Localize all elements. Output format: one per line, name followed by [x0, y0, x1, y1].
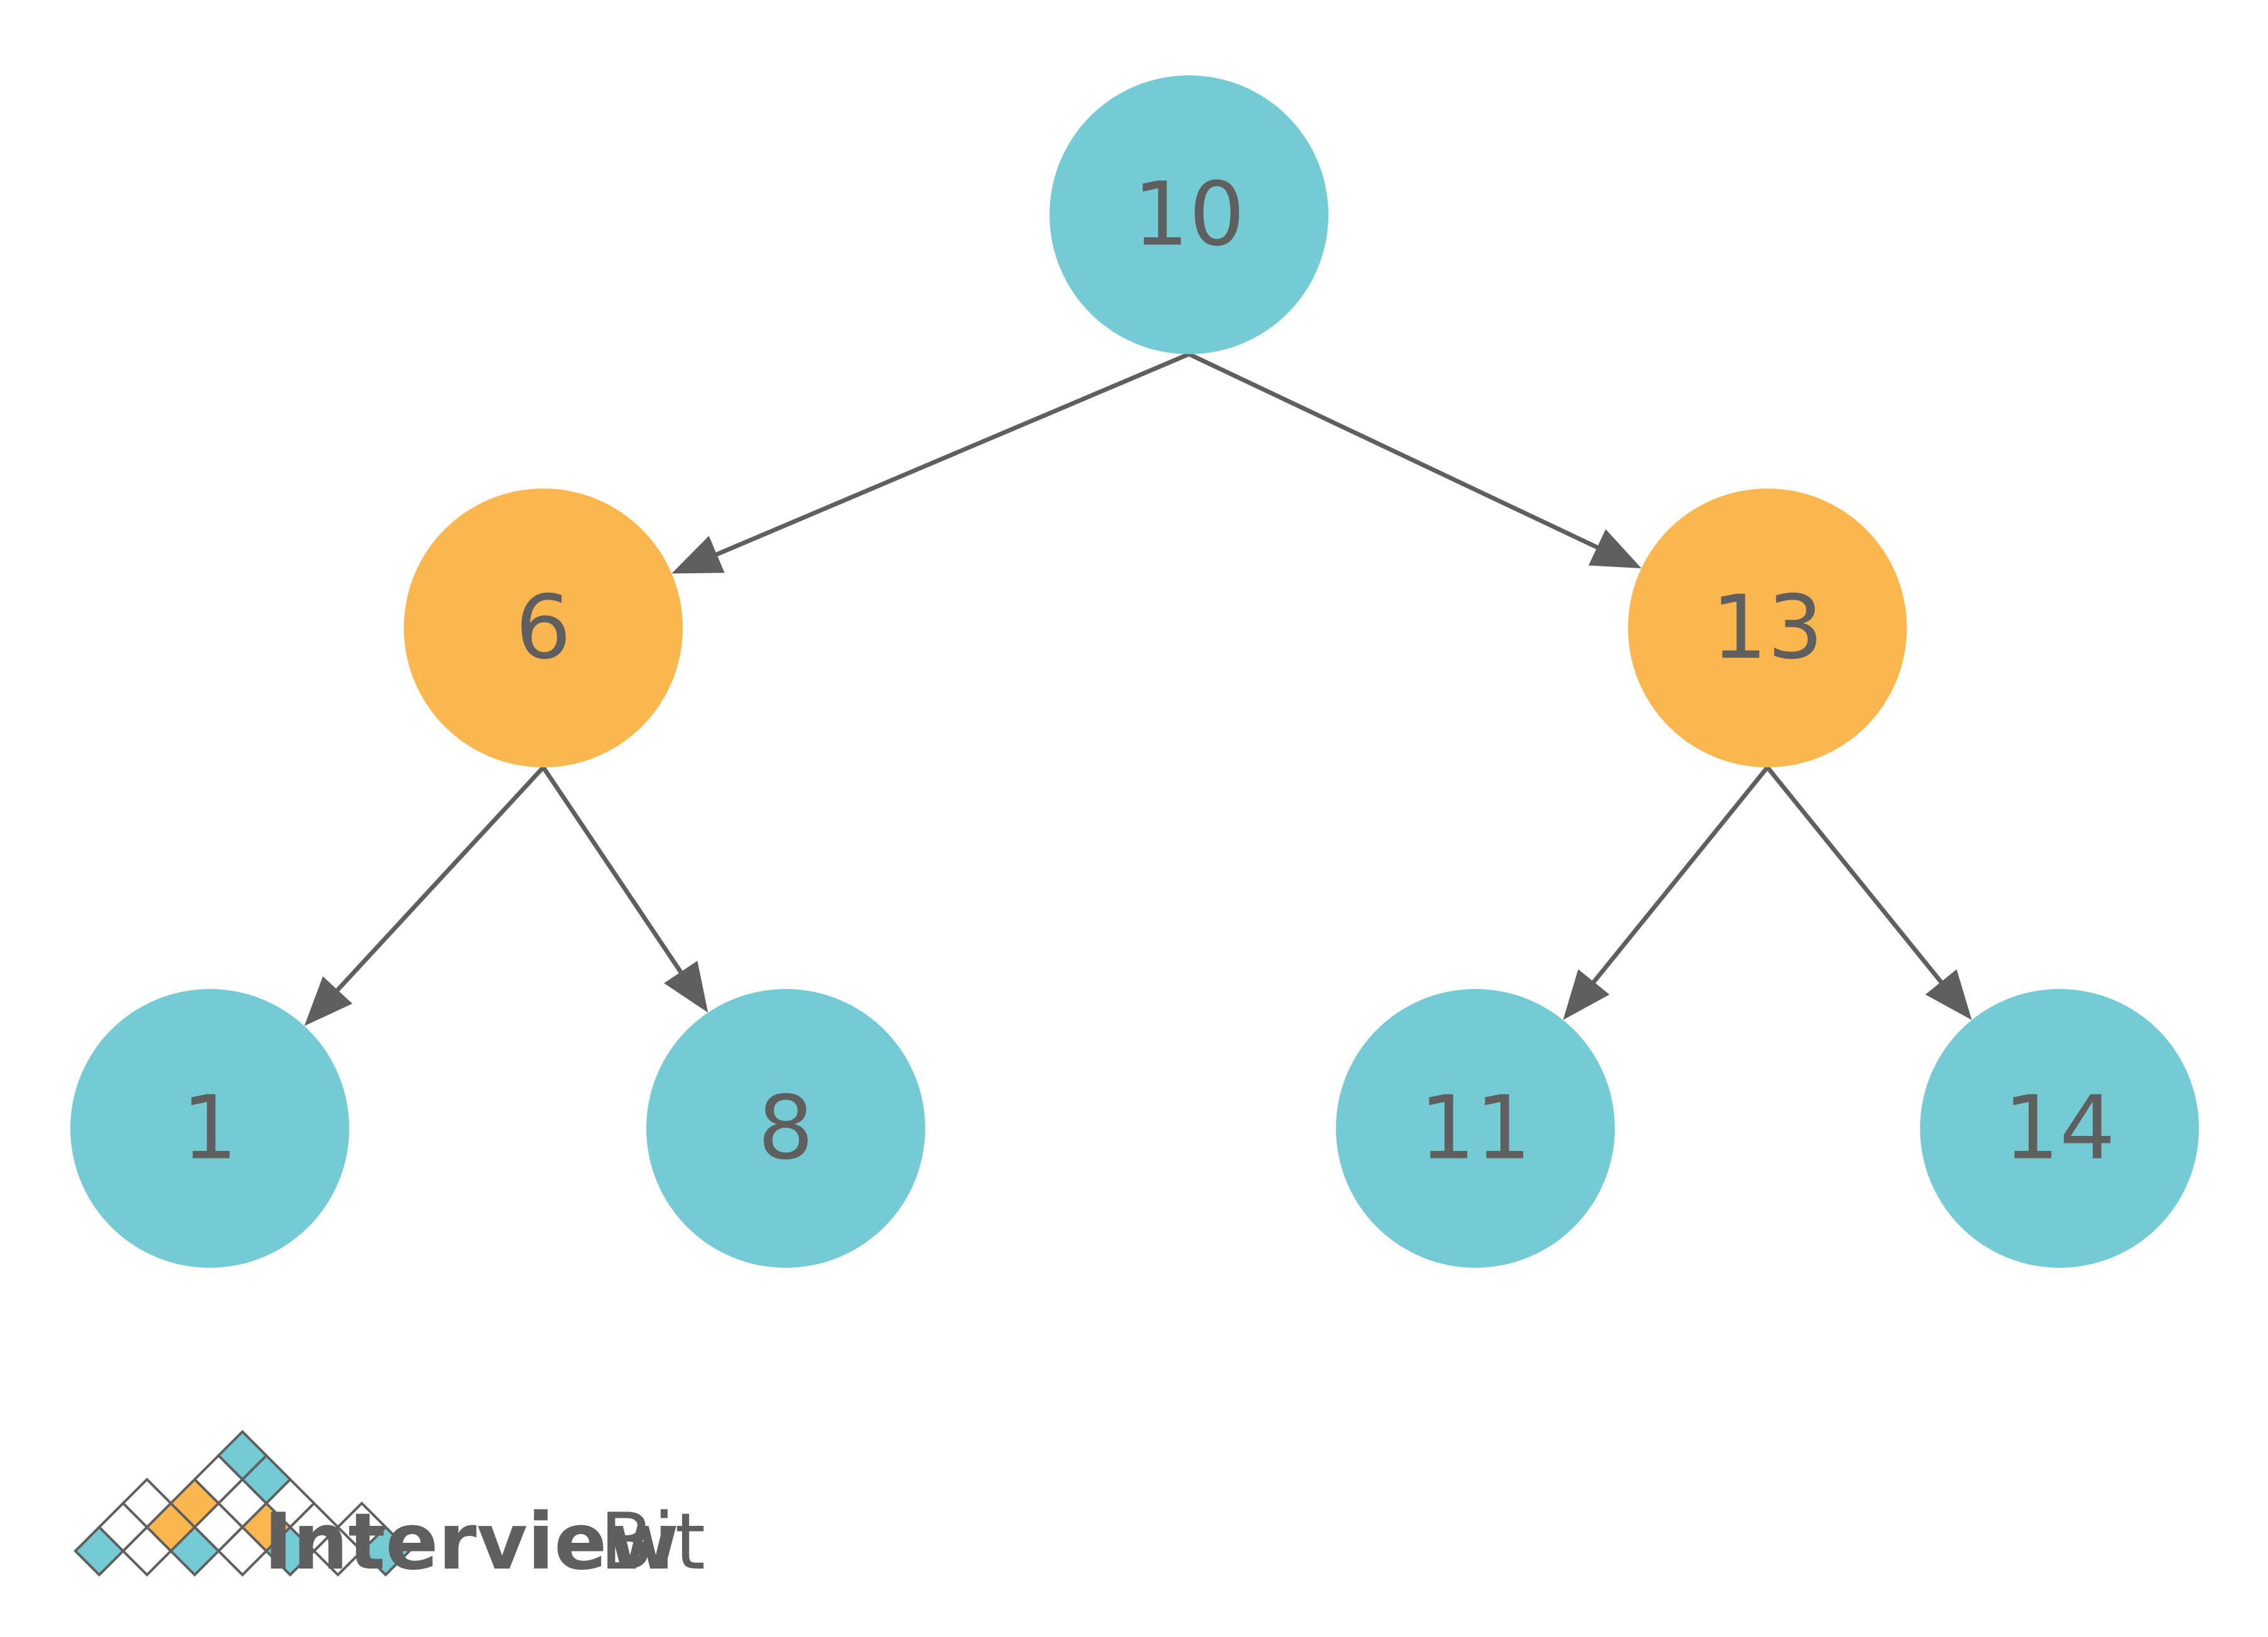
edge-n10-n13: [1188, 352, 1600, 551]
brand-logo: Interview Bit: [73, 1430, 705, 1587]
tree-edges: [304, 352, 1972, 1026]
arrowhead-n10-n6: [671, 536, 725, 574]
edge-n6-n8: [541, 766, 684, 976]
tree-node-11: 11: [1336, 989, 1615, 1268]
arrowhead-n10-n13: [1588, 529, 1642, 569]
arrowhead-n6-n1: [304, 976, 353, 1026]
brand-name-light: Bit: [600, 1497, 705, 1587]
tree-nodes: 10 6 13 1 8 11 14: [70, 75, 2199, 1268]
edge-n13-n14: [1766, 765, 1945, 986]
node-circle: [404, 489, 683, 767]
brand-name-bold: Interview: [264, 1497, 679, 1587]
logo-diamond: [217, 1430, 268, 1481]
edge-n13-n11: [1590, 765, 1769, 986]
logo-diamond: [121, 1478, 173, 1529]
node-label: 6: [515, 577, 571, 679]
node-label: 11: [1419, 1078, 1531, 1180]
tree-node-6: 6: [404, 489, 683, 767]
edge-n6-n1: [334, 765, 545, 993]
arrowhead-n13-n14: [1925, 969, 1972, 1020]
logo-diamond: [336, 1501, 388, 1553]
tree-node-13: 13: [1628, 489, 1907, 767]
tree-node-8: 8: [646, 989, 925, 1268]
node-circle: [1920, 989, 2199, 1268]
tree-node-10: 10: [1050, 75, 1328, 354]
tree-node-14: 14: [1920, 989, 2199, 1268]
interviewbit-logo-icon: [73, 1430, 411, 1577]
node-circle: [1336, 989, 1615, 1268]
tree-node-1: 1: [70, 989, 349, 1268]
node-label: 8: [757, 1078, 813, 1180]
node-circle: [1050, 75, 1328, 354]
node-circle: [1628, 489, 1907, 767]
node-circle: [646, 989, 925, 1268]
node-label: 10: [1133, 164, 1245, 266]
edge-n10-n6: [713, 352, 1190, 558]
node-label: 1: [182, 1078, 237, 1180]
arrowhead-n6-n8: [664, 961, 708, 1013]
arrowhead-n13-n11: [1563, 969, 1610, 1020]
node-label: 13: [1712, 577, 1823, 679]
node-circle: [70, 989, 349, 1268]
node-label: 14: [2004, 1078, 2115, 1180]
